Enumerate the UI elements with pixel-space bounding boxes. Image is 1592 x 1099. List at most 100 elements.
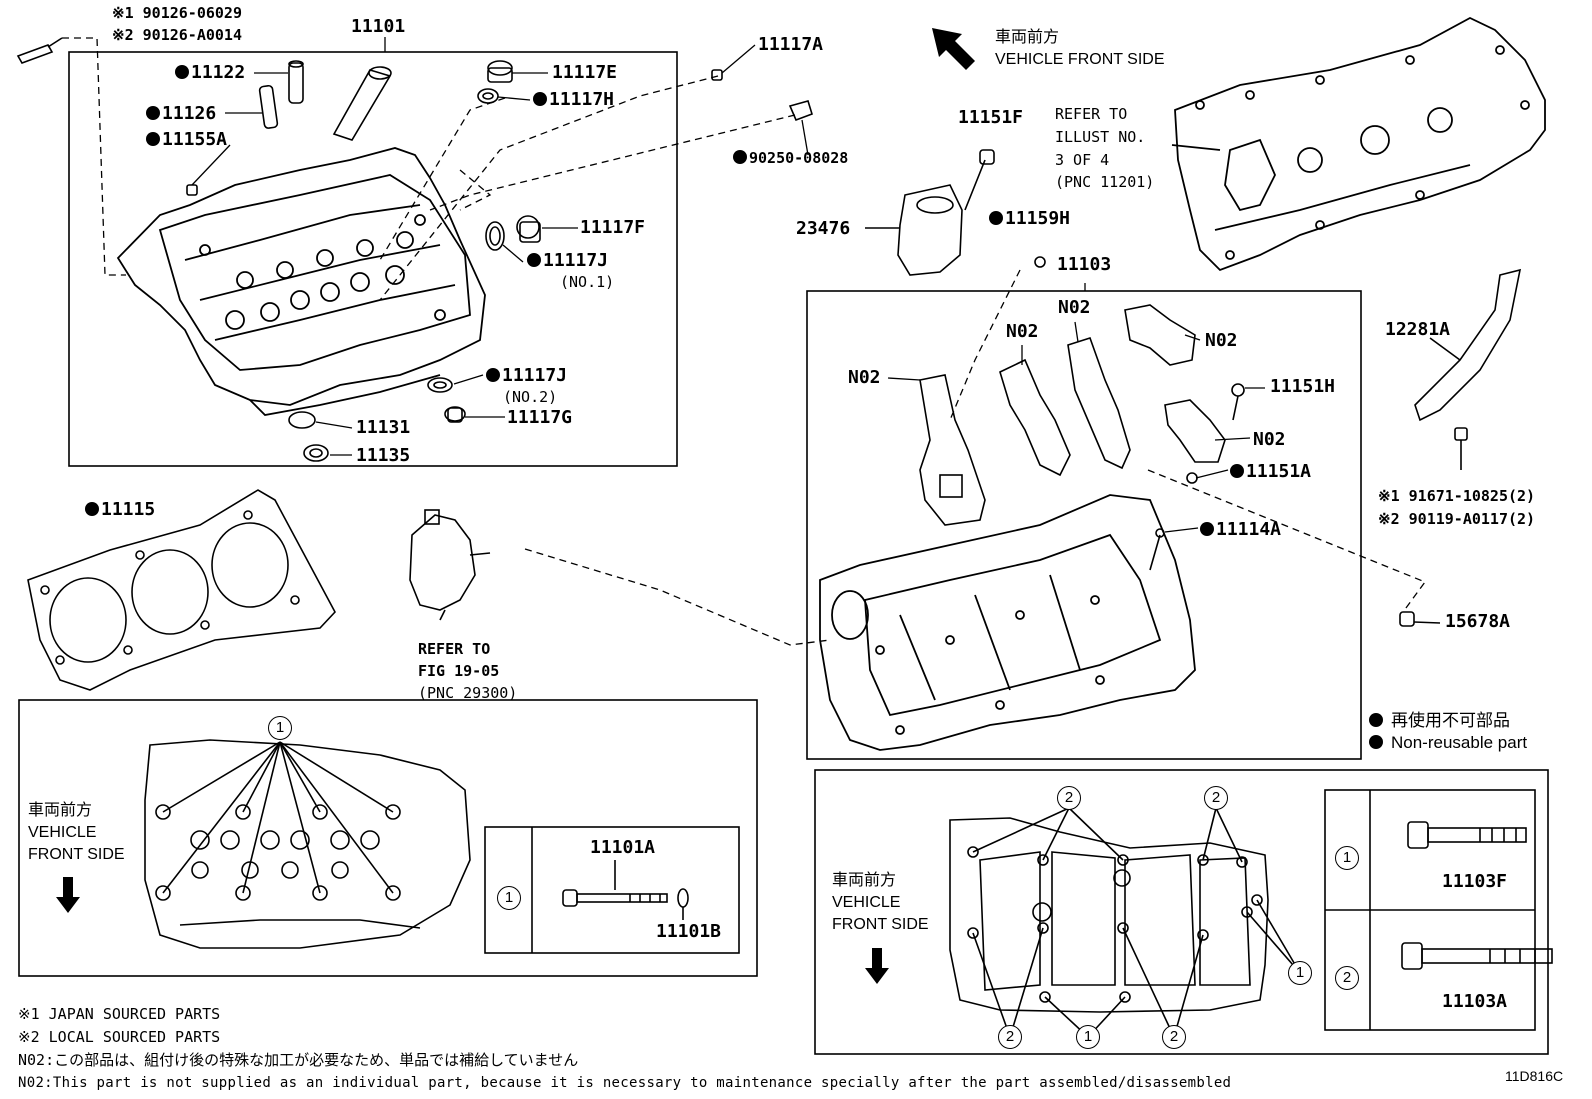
detail1-front-jp: 車両前方 <box>28 802 93 819</box>
note-n02-jp: N02:この部品は、組付け後の特殊な加工が必要なため、単品では補給していません <box>18 1051 579 1069</box>
label-11117E: 11117E <box>552 62 618 83</box>
label-11131: 11131 <box>356 417 411 438</box>
circle-mark-1: 1 <box>268 716 292 740</box>
non-reusable-dot-icon <box>85 502 99 516</box>
non-reusable-dot-icon <box>1369 713 1383 727</box>
detail1-front-en2: FRONT SIDE <box>28 846 125 863</box>
figure-code: 11D816C <box>1505 1068 1564 1084</box>
label-11135: 11135 <box>356 445 411 466</box>
label-11103A: 11103A <box>1442 991 1508 1012</box>
table-circle-2: 2 <box>1335 966 1359 990</box>
lower-case-detail-frame <box>814 769 1549 1055</box>
label-11126: 11126 <box>146 104 216 124</box>
bolt-ref-2: ※2 90119-A0117(2) <box>1378 510 1536 528</box>
label-11114A: 11114A <box>1200 520 1281 540</box>
label-n02-cap5: N02 <box>1253 429 1286 450</box>
refer-illust-1: REFER TO <box>1055 105 1128 123</box>
circle-mark-1a: 1 <box>1288 961 1312 985</box>
label-11117J-no2: 11117J <box>486 366 567 386</box>
legend-en: Non-reusable part <box>1369 733 1527 753</box>
refer-fig-3: (PNC 29300) <box>418 684 518 702</box>
label-11103F: 11103F <box>1442 871 1508 892</box>
label-11103: 11103 <box>1057 254 1112 275</box>
detail2-front-en1: VEHICLE <box>832 894 901 911</box>
legend-jp: 再使用不可部品 <box>1369 706 1510 731</box>
note-n02-en: N02:This part is not supplied as an indi… <box>18 1075 1232 1091</box>
non-reusable-dot-icon <box>533 92 547 106</box>
label-11117H: 11117H <box>533 90 614 110</box>
vehicle-front-jp: 車両前方 <box>995 29 1060 46</box>
non-reusable-dot-icon <box>1200 522 1214 536</box>
label-90250-08028: 90250-08028 <box>733 148 848 168</box>
head-top-view-drawing <box>144 739 471 949</box>
bolt-ref-1: ※1 91671-10825(2) <box>1378 487 1536 505</box>
vehicle-front-arrow-icon <box>932 28 975 70</box>
non-reusable-dot-icon <box>146 106 160 120</box>
stud-ref-2: ※2 90126-A0014 <box>112 26 242 44</box>
label-11117G: 11117G <box>507 407 573 428</box>
crankcase-drawing <box>819 494 1196 751</box>
stud-ref-1: ※1 90126-06029 <box>112 4 242 22</box>
label-11117J-no2-sub: (NO.2) <box>503 388 558 406</box>
note-local-sourced: ※2 LOCAL SOURCED PARTS <box>18 1028 221 1046</box>
label-11117F: 11117F <box>580 217 646 238</box>
head-bolt-table <box>484 826 740 954</box>
detail2-front-jp: 車両前方 <box>832 872 897 889</box>
note-japan-sourced: ※1 JAPAN SOURCED PARTS <box>18 1005 221 1023</box>
circle-mark-2d: 2 <box>1162 1025 1186 1049</box>
down-arrow-icon <box>56 877 889 984</box>
vacuum-pump-drawing <box>409 509 491 621</box>
label-11101: 11101 <box>351 16 406 37</box>
refer-illust-2: ILLUST NO. <box>1055 128 1146 146</box>
non-reusable-dot-icon <box>1369 735 1383 749</box>
non-reusable-dot-icon <box>989 211 1003 225</box>
circle-mark-2a: 2 <box>1057 786 1081 810</box>
label-11159H: 11159H <box>989 209 1070 229</box>
bearing-cap-frame <box>806 290 1362 760</box>
label-n02-cap3: N02 <box>1058 297 1091 318</box>
label-11101A: 11101A <box>590 837 656 858</box>
circle-mark-2c: 2 <box>998 1025 1022 1049</box>
non-reusable-dot-icon <box>175 65 189 79</box>
label-11151A: 11151A <box>1230 462 1311 482</box>
refer-fig-1: REFER TO <box>418 640 491 658</box>
cam-housing-drawing <box>1171 16 1546 272</box>
label-11122: 11122 <box>175 63 245 83</box>
label-23476: 23476 <box>796 218 851 239</box>
non-reusable-dot-icon <box>486 368 500 382</box>
label-n02-cap2: N02 <box>1006 321 1039 342</box>
case-bottom-view-drawing <box>949 807 1301 1038</box>
refer-illust-3: 3 OF 4 <box>1055 151 1110 169</box>
cylinder-head-frame <box>68 51 678 467</box>
label-15678A: 15678A <box>1445 611 1511 632</box>
circle-mark-2b: 2 <box>1204 786 1228 810</box>
label-11151H: 11151H <box>1270 376 1336 397</box>
head-gasket-drawing <box>27 489 336 691</box>
non-reusable-dot-icon <box>527 253 541 267</box>
label-11155A: 11155A <box>146 130 227 150</box>
non-reusable-dot-icon <box>733 150 747 164</box>
non-reusable-dot-icon <box>1230 464 1244 478</box>
table-circle-1b: 1 <box>1335 846 1359 870</box>
refer-fig-2: FIG 19-05 <box>418 662 500 680</box>
label-11117J-no1: 11117J <box>527 251 608 271</box>
table-circle-1: 1 <box>497 886 521 910</box>
label-n02-cap4: N02 <box>1205 330 1238 351</box>
head-bolt-detail-frame <box>18 699 758 977</box>
label-11115: 11115 <box>85 500 155 520</box>
detail1-front-en1: VEHICLE <box>28 824 97 841</box>
label-12281A: 12281A <box>1385 319 1451 340</box>
label-n02-cap1: N02 <box>848 367 881 388</box>
label-11117J-no1-sub: (NO.1) <box>560 273 615 291</box>
non-reusable-dot-icon <box>146 132 160 146</box>
label-11101B: 11101B <box>656 921 722 942</box>
label-11151F: 11151F <box>958 107 1024 128</box>
label-11117A: 11117A <box>758 34 824 55</box>
vehicle-front-en: VEHICLE FRONT SIDE <box>995 51 1165 68</box>
circle-mark-1b: 1 <box>1076 1025 1100 1049</box>
refer-illust-4: (PNC 11201) <box>1055 173 1155 191</box>
detail2-front-en2: FRONT SIDE <box>832 916 929 933</box>
bearing-caps-drawing <box>919 304 1245 571</box>
